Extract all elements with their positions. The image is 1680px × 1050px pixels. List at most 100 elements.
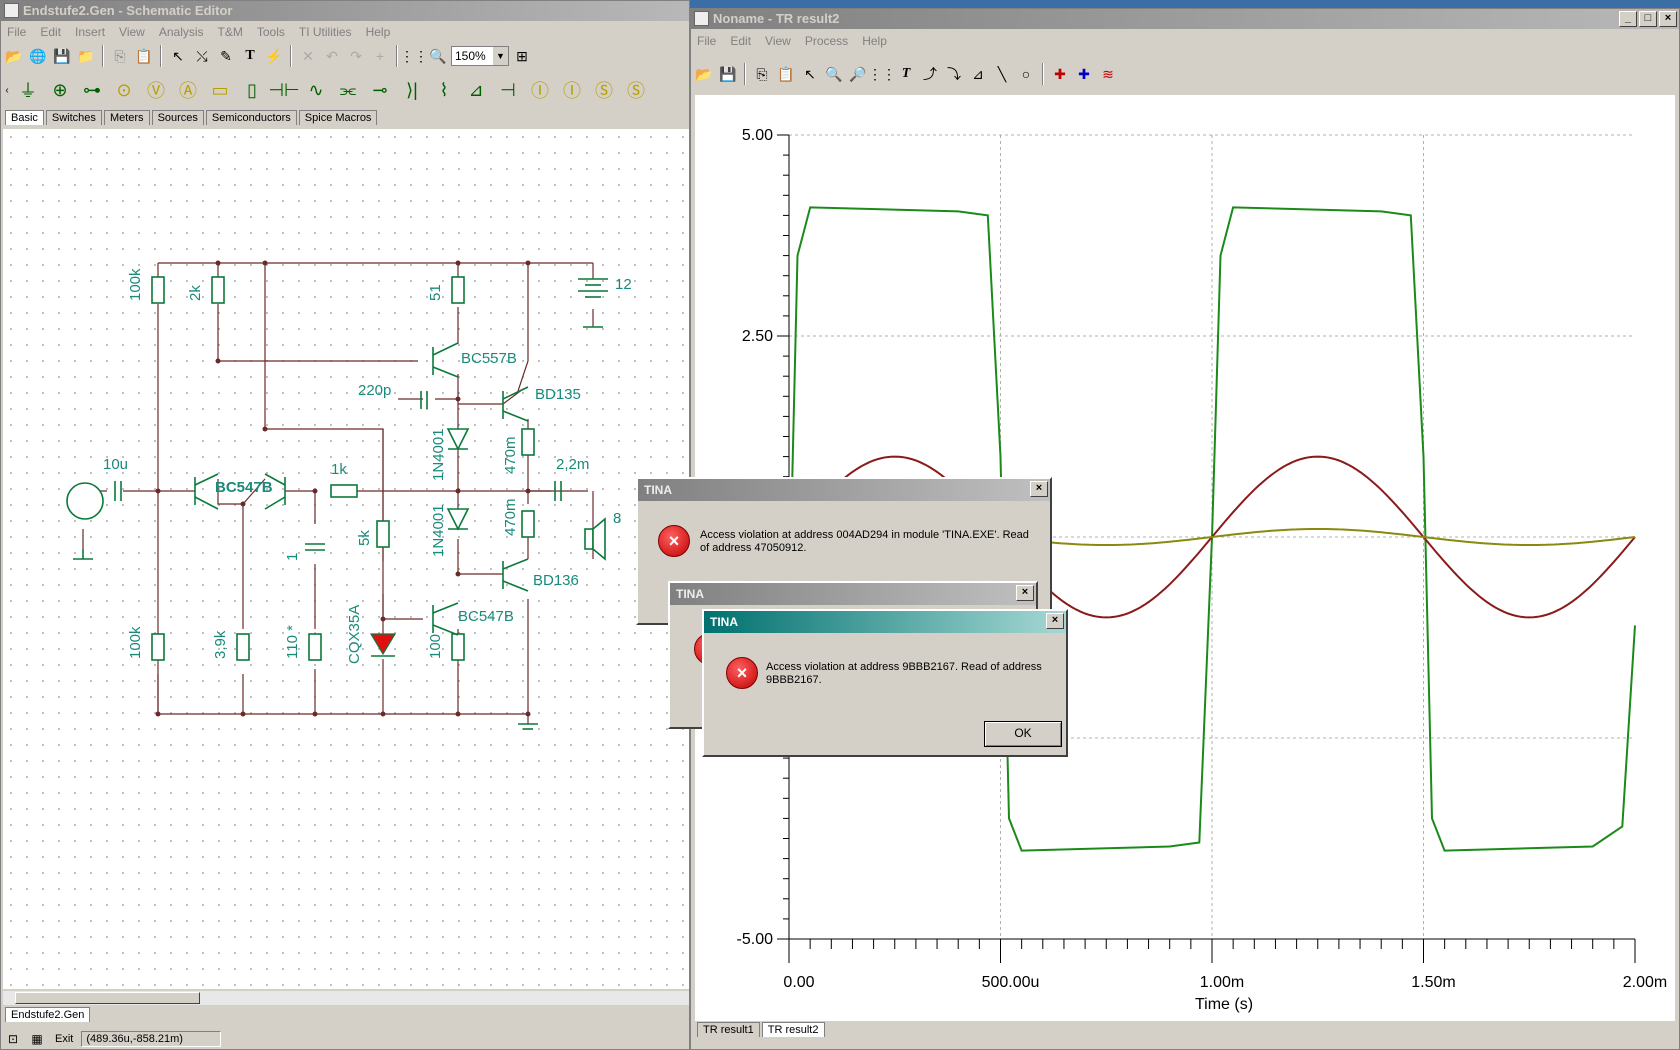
minimize-icon[interactable]: _	[1619, 11, 1637, 27]
ic-source-icon[interactable]: Ⓘ	[531, 81, 549, 101]
zoom-icon[interactable]: 🔍	[429, 47, 447, 64]
cursor-b-icon[interactable]: ⤵	[947, 66, 961, 82]
web-icon[interactable]: 🌐	[29, 47, 47, 64]
marker-b-icon[interactable]: ✚	[1078, 65, 1090, 82]
copy-icon[interactable]: ⎘	[114, 47, 126, 64]
close-icon[interactable]: ×	[1030, 481, 1048, 497]
curves-icon[interactable]: ≋	[1102, 65, 1114, 82]
line-icon[interactable]: ╲	[997, 65, 1007, 82]
dialog2-title-bar[interactable]: TINA ×	[670, 583, 1036, 605]
dialog3-title-bar[interactable]: TINA ×	[704, 611, 1066, 633]
voltmeter-icon[interactable]: ⊙	[116, 79, 132, 100]
tab-basic[interactable]: Basic	[5, 110, 44, 125]
menu-insert[interactable]: Insert	[75, 25, 106, 39]
ok-button[interactable]: OK	[984, 721, 1062, 747]
zoom-select[interactable]: 150%▼	[451, 46, 509, 66]
tab-switches[interactable]: Switches	[45, 110, 102, 125]
paste-icon[interactable]: 📋	[777, 65, 795, 82]
wire-icon[interactable]: ⤯	[196, 47, 208, 64]
tab-document[interactable]: Endstufe2.Gen	[5, 1007, 91, 1022]
transformer-icon[interactable]: ⫘	[339, 79, 357, 100]
tab-tr-result1[interactable]: TR result1	[697, 1022, 760, 1037]
delete-icon[interactable]: ✕	[302, 47, 314, 64]
axis-icon[interactable]: ⊿	[972, 65, 984, 82]
menu-edit[interactable]: Edit	[40, 25, 62, 39]
dialog1-title-bar[interactable]: TINA ×	[638, 479, 1050, 501]
component-props-icon[interactable]: ⊞	[516, 47, 528, 64]
undo-icon[interactable]: ↶	[326, 47, 338, 64]
pen-icon[interactable]: ✎	[220, 47, 232, 64]
meter-icon[interactable]: Ⓐ	[179, 81, 197, 101]
switch2-icon[interactable]: ⌇	[439, 79, 449, 100]
grid-icon[interactable]: ⋮⋮	[400, 47, 428, 64]
menu-ti-utilities[interactable]: TI Utilities	[298, 25, 352, 39]
menu-view[interactable]: View	[119, 25, 145, 39]
ammeter-icon[interactable]: Ⓥ	[147, 81, 165, 101]
result-menu-view[interactable]: View	[765, 34, 791, 48]
vsource-icon[interactable]: ⊶	[83, 79, 101, 100]
label-bc547b-pair: BC547B	[215, 479, 273, 496]
transistor-icon[interactable]: ⊿	[468, 79, 484, 100]
menu-analysis[interactable]: Analysis	[158, 25, 204, 39]
close-icon[interactable]: ×	[1016, 585, 1034, 601]
zoom-in-icon[interactable]: 🔍	[825, 65, 843, 82]
maximize-icon[interactable]: □	[1639, 11, 1657, 27]
save-icon[interactable]: 💾	[53, 47, 71, 64]
menu-file[interactable]: File	[7, 25, 27, 39]
is-meter-icon[interactable]: Ⓢ	[627, 81, 645, 101]
circle-icon[interactable]: ○	[1021, 66, 1031, 82]
open-folder-icon[interactable]: 📂	[695, 65, 713, 82]
schematic-title-bar[interactable]: Endstufe2.Gen - Schematic Editor	[1, 1, 689, 21]
zoom-out-icon[interactable]: 🔎	[849, 65, 867, 82]
tab-semiconductors[interactable]: Semiconductors	[205, 110, 297, 125]
grid-icon[interactable]: ⋮⋮	[868, 65, 896, 82]
save-icon[interactable]: 💾	[719, 65, 737, 82]
result-title-bar[interactable]: Noname - TR result2 _ □ ×	[691, 9, 1679, 29]
capacitor-icon[interactable]: ⊣⊢	[268, 79, 300, 100]
schematic-canvas[interactable]: 100k 2k 51 12 BC557B 220p BD135 1N4001 4…	[3, 129, 689, 989]
scroll-left-icon[interactable]: ‹	[5, 84, 9, 96]
menu-tools[interactable]: Tools	[256, 25, 285, 39]
tab-tr-result2[interactable]: TR result2	[761, 1022, 825, 1037]
redo-icon[interactable]: ↷	[350, 47, 362, 64]
text-icon[interactable]: T	[901, 66, 911, 81]
result-menu-file[interactable]: File	[697, 34, 717, 48]
ic-meter-icon[interactable]: Ⓘ	[563, 81, 581, 101]
switch-icon[interactable]: ⊸	[372, 79, 388, 100]
paste-icon[interactable]: 📋	[135, 47, 153, 64]
text-icon[interactable]: T	[245, 48, 255, 63]
component-tabs: Basic Switches Meters Sources Semiconduc…	[5, 110, 378, 125]
horizontal-scrollbar[interactable]	[3, 991, 689, 1005]
close-icon[interactable]: ×	[1659, 11, 1677, 27]
ground-icon[interactable]: ⏚	[19, 81, 37, 101]
tab-meters[interactable]: Meters	[103, 110, 150, 125]
resistor-v-icon[interactable]: ▯	[247, 79, 257, 100]
result-menu-edit[interactable]: Edit	[730, 34, 752, 48]
diode-icon[interactable]: ⟩|	[406, 79, 418, 100]
scrollbar-thumb[interactable]	[15, 992, 200, 1004]
cursor-a-icon[interactable]: ⤴	[923, 66, 937, 82]
tab-sources[interactable]: Sources	[151, 110, 204, 125]
open-icon[interactable]: 📁	[77, 47, 95, 64]
probe-icon[interactable]: ⚡	[265, 47, 283, 64]
result-menu-process[interactable]: Process	[804, 34, 849, 48]
menu-help[interactable]: Help	[365, 25, 391, 39]
menu-tm[interactable]: T&M	[217, 25, 243, 39]
pot-icon[interactable]: ⊣	[500, 79, 516, 100]
pointer-icon[interactable]: ↖	[804, 65, 816, 82]
close-icon[interactable]: ×	[1046, 613, 1064, 629]
copy-icon[interactable]: ⎘	[756, 65, 768, 82]
open-folder-icon[interactable]: 📂	[5, 47, 23, 64]
marker-a-icon[interactable]: ✚	[1054, 65, 1066, 82]
resistor-icon[interactable]: ▭	[211, 79, 229, 100]
result-menu-help[interactable]: Help	[862, 34, 887, 48]
status-chart-icon[interactable]: ▦	[31, 1032, 43, 1046]
inductor-icon[interactable]: ∿	[308, 79, 324, 100]
junction-icon[interactable]: +	[375, 48, 385, 64]
status-schematic-icon[interactable]: ⊡	[7, 1032, 19, 1046]
pointer-icon[interactable]: ↖	[172, 47, 184, 64]
battery-icon[interactable]: ⊕	[52, 79, 68, 100]
tab-spice-macros[interactable]: Spice Macros	[298, 110, 378, 125]
is-source-icon[interactable]: Ⓢ	[595, 81, 613, 101]
exit-button[interactable]: Exit	[55, 1033, 74, 1045]
